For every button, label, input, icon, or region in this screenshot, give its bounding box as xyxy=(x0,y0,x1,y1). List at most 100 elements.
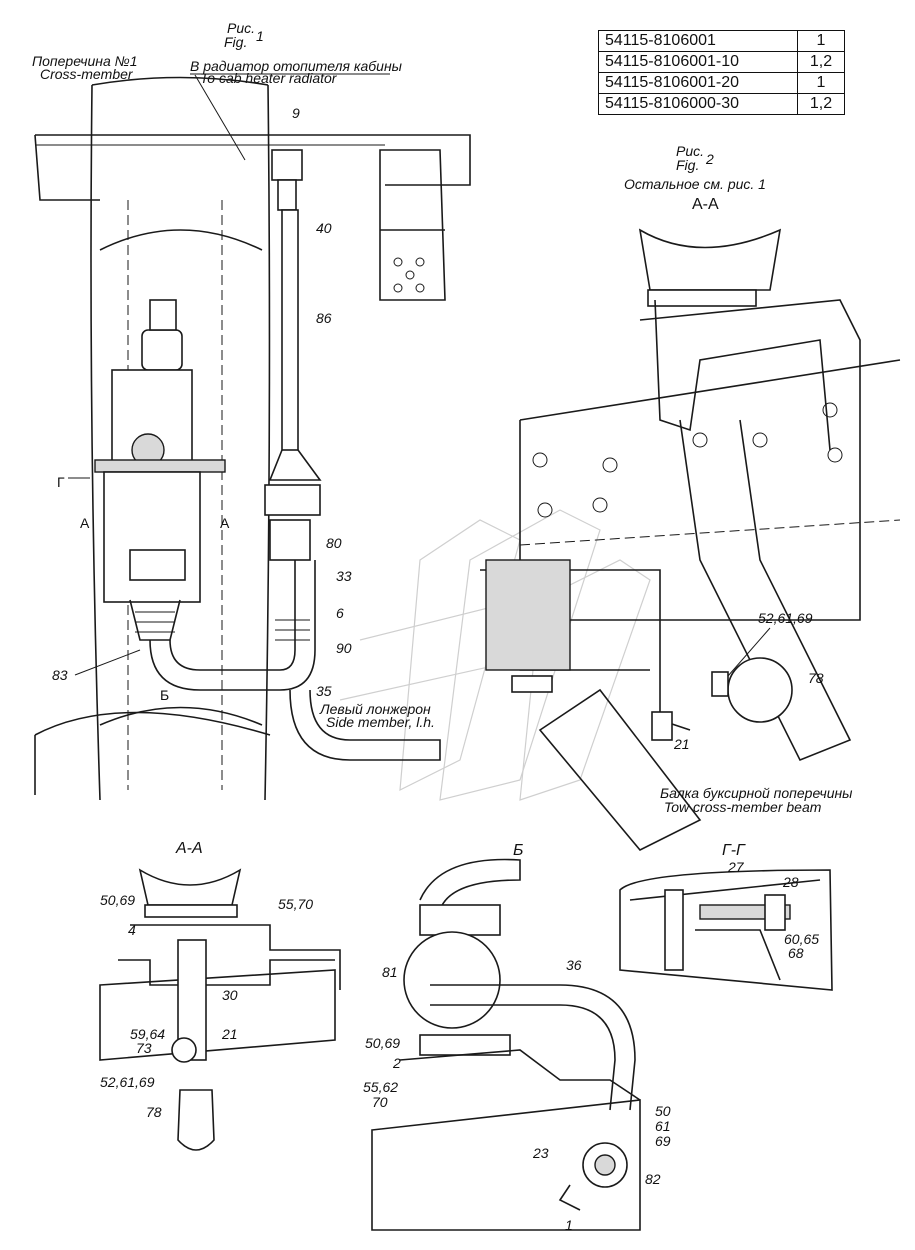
fitting-block xyxy=(269,519,311,561)
spec-row: 54115-8106001 1 xyxy=(598,30,845,52)
beam-hole xyxy=(602,457,618,473)
frame-bottom-sweep xyxy=(34,711,271,736)
callout-label: 50 xyxy=(655,1103,671,1119)
spring-coils xyxy=(275,619,310,641)
hose-86 xyxy=(281,209,299,451)
beam-plate xyxy=(519,299,861,621)
callout-label: 21 xyxy=(221,1026,238,1042)
callout-label: 33 xyxy=(336,568,352,584)
right-bracket xyxy=(379,149,446,301)
callout-leader xyxy=(727,627,771,677)
frame-rail-curve xyxy=(99,229,263,251)
strap-plate xyxy=(538,688,702,851)
frame-rail-outer-left xyxy=(90,84,101,801)
callout-label: 9 xyxy=(292,105,300,121)
callout-label: 1 xyxy=(565,1217,573,1233)
gg-strap xyxy=(664,889,684,971)
callout-label: 86 xyxy=(316,310,332,326)
aa-pipe-78 xyxy=(177,1089,215,1151)
beam-hole xyxy=(692,432,708,448)
spec-table: 54115-8106001 1 54115-8106001-10 1,2 541… xyxy=(598,30,845,115)
b-beam xyxy=(371,1099,641,1231)
callout-label: 60,65 xyxy=(784,931,819,947)
pump-cap xyxy=(141,329,183,371)
callout-label: 69 xyxy=(655,1133,671,1149)
callout-label: 2 xyxy=(392,1055,401,1071)
cup-support xyxy=(638,228,782,291)
fig2-note: Остальное см. рис. 1 xyxy=(624,176,766,192)
callout-label: 36 xyxy=(566,957,582,973)
view-aa: А-А 50,69 55,70 4 30 59,64 73 21 52,61,6… xyxy=(99,840,341,1151)
b-pump-body xyxy=(403,931,501,1029)
view-aa-title: А-А xyxy=(175,840,203,857)
view-b: Б 81 36 50,69 2 55,62 70 50 61 69 23 82 … xyxy=(363,842,671,1233)
beam-hole xyxy=(752,432,768,448)
frame-rail-top xyxy=(91,76,269,86)
callout-label: 21 xyxy=(673,736,690,752)
callout-label: 68 xyxy=(788,945,804,961)
callout-label: 78 xyxy=(146,1104,162,1120)
bracket-hole xyxy=(405,270,415,280)
pump-stem xyxy=(149,299,177,331)
bracket-hole xyxy=(415,257,425,267)
callout-label: 83 xyxy=(52,667,68,683)
sidemember-label-en: Side member, l.h. xyxy=(326,714,435,730)
lower-clamp xyxy=(129,549,186,581)
callout-label: 35 xyxy=(316,683,332,699)
beam-top-edge xyxy=(519,359,901,421)
section-a-left-marker: А xyxy=(80,515,90,531)
callout-label: 23 xyxy=(532,1145,549,1161)
clamp-plate xyxy=(647,289,757,307)
aa-cup xyxy=(138,868,242,906)
side-member-lh xyxy=(289,689,441,761)
bracket-hole xyxy=(415,283,425,293)
callout-label: 78 xyxy=(808,670,824,686)
beam-label-ru: Балка буксирной поперечины xyxy=(660,785,853,801)
b-bracket xyxy=(399,1049,641,1101)
beam-hole xyxy=(532,452,548,468)
callout-label: 81 xyxy=(382,964,398,980)
fig2-title-ru: Рис. xyxy=(676,143,704,159)
callout-label: 82 xyxy=(645,1171,661,1187)
heater-label-ru: В радиатор отопителя кабины xyxy=(190,58,403,74)
valve-fitting xyxy=(277,179,297,211)
b-hose xyxy=(419,858,521,911)
view-b-title: Б xyxy=(513,842,523,859)
pipe-83-inner xyxy=(169,560,296,671)
callout-label: 90 xyxy=(336,640,352,656)
gg-flange xyxy=(629,879,821,901)
gg-bracket xyxy=(695,929,781,981)
b-fitting-82-inner xyxy=(594,1154,616,1176)
fig2-number: 2 xyxy=(705,151,714,167)
pipe-83 xyxy=(149,560,316,691)
fitting-block xyxy=(264,484,321,516)
callout-label: 70 xyxy=(372,1094,388,1110)
spring-housing xyxy=(129,599,181,641)
aa-bracket xyxy=(130,924,341,990)
figure-1: Рис. Fig. 1 Поперечина №1 Cross-member В… xyxy=(32,20,471,801)
crossmember-beam xyxy=(35,134,471,186)
fig1-title-ru: Рис. xyxy=(227,20,255,36)
frame-rail-outer-right xyxy=(264,84,271,801)
view-b-marker: Б xyxy=(160,687,169,703)
bracket-hole xyxy=(393,257,403,267)
section-g-marker: Г xyxy=(57,474,65,490)
callout-label: 30 xyxy=(222,987,238,1003)
gg-nut-28 xyxy=(764,894,786,931)
callout-label: 50,69 xyxy=(365,1035,400,1051)
bolt-21 xyxy=(651,711,673,741)
mounting-bracket xyxy=(94,459,226,473)
section-a-right-marker: А xyxy=(220,515,230,531)
pipe-78 xyxy=(727,657,793,723)
fig2-tube xyxy=(654,299,831,451)
callout-label: 52,61,69 xyxy=(100,1074,155,1090)
crossmember-left-end xyxy=(34,134,100,201)
callout-label: 55,62 xyxy=(363,1079,398,1095)
callout-label: 59,64 xyxy=(130,1026,165,1042)
b-valve-1 xyxy=(558,1184,581,1211)
beam-hole xyxy=(592,497,608,513)
view-gg: Г-Г 27 28 60,65 68 xyxy=(619,842,833,991)
callout-label: 73 xyxy=(136,1040,152,1056)
beam-hole xyxy=(537,502,553,518)
